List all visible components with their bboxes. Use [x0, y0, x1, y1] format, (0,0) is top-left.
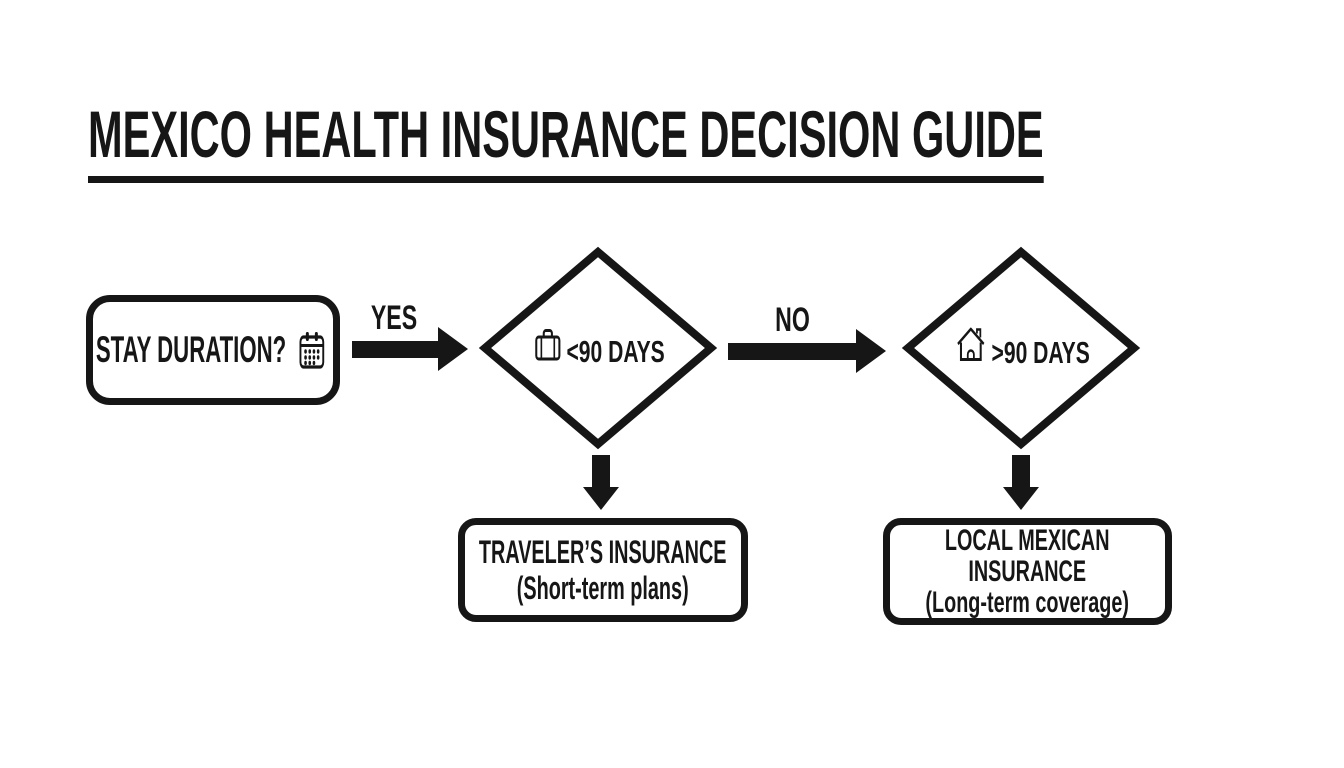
decision-label-under-90-days: <90 DAYS [566, 334, 665, 369]
start-node-label: STAY DURATION? [96, 329, 287, 370]
edge-label-no-text: NO [774, 301, 810, 339]
decision-node-under-90-days: <90 DAYS [485, 252, 711, 444]
edge-label-yes-text: YES [370, 299, 418, 337]
outcome-line: TRAVELER’S INSURANCE [479, 534, 727, 570]
decision-diamond-right [901, 246, 1141, 450]
yes-arrow [352, 327, 468, 371]
outcome-line: LOCAL MEXICAN [945, 524, 1110, 557]
decision-node-over-90-days: >90 DAYS [908, 252, 1134, 444]
decision-diamond-left [478, 246, 718, 450]
edge-label-no: NO [734, 303, 850, 337]
down-arrow-left [583, 455, 619, 510]
edge-label-yes: YES [346, 301, 442, 335]
page-title: MEXICO HEALTH INSURANCE DECISION GUIDE [88, 101, 1044, 183]
outcome-node-local-mexican-insurance: LOCAL MEXICAN INSURANCE (Long-term cover… [883, 518, 1172, 625]
no-arrow [728, 329, 886, 373]
start-node-stay-duration: STAY DURATION? [86, 295, 340, 405]
outcome-node-travelers-insurance: TRAVELER’S INSURANCE (Short-term plans) [458, 518, 748, 622]
outcome-line: (Short-term plans) [517, 570, 689, 606]
briefcase-icon [534, 329, 560, 361]
calendar-icon [300, 332, 325, 369]
decision-label-over-90-days: >90 DAYS [991, 335, 1090, 370]
outcome-line: INSURANCE [968, 555, 1087, 588]
outcome-line: (Long-term coverage) [925, 586, 1130, 619]
house-icon [956, 327, 984, 361]
down-arrow-right [1003, 455, 1039, 510]
